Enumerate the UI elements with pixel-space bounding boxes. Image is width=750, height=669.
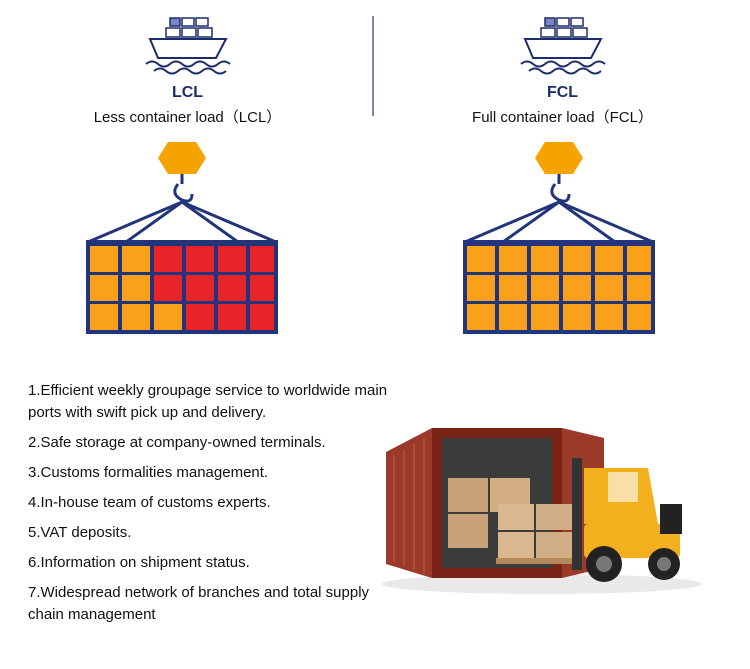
lcl-full-label: Less container load（LCL）	[93, 109, 282, 126]
fcl-abbreviation: FCL	[546, 84, 579, 101]
fcl-boxes	[463, 240, 655, 334]
lcl-container-illustration	[86, 142, 278, 334]
container-forklift-photo	[382, 428, 702, 594]
feature-item: 4.In-house team of customs experts.	[28, 494, 271, 511]
ship-icon	[520, 17, 606, 75]
lcl-boxes	[86, 240, 278, 334]
feature-item: 2.Safe storage at company-owned terminal…	[28, 434, 326, 451]
feature-list: 1.Efficient weekly groupage service to w…	[28, 380, 408, 634]
fcl-full-label: Full container load（FCL）	[472, 109, 653, 126]
fcl-container-illustration	[463, 142, 655, 334]
feature-item: 6.Information on shipment status.	[28, 554, 250, 571]
column-divider	[372, 16, 374, 116]
feature-item: 5.VAT deposits.	[28, 524, 132, 541]
feature-item: 3.Customs formalities management.	[28, 464, 269, 481]
lcl-abbreviation: LCL	[171, 84, 204, 101]
feature-item: 1.Efficient weekly groupage service to w…	[28, 382, 388, 421]
ship-icon	[145, 17, 231, 75]
feature-item: 7.Widespread network of branches and tot…	[28, 584, 370, 623]
